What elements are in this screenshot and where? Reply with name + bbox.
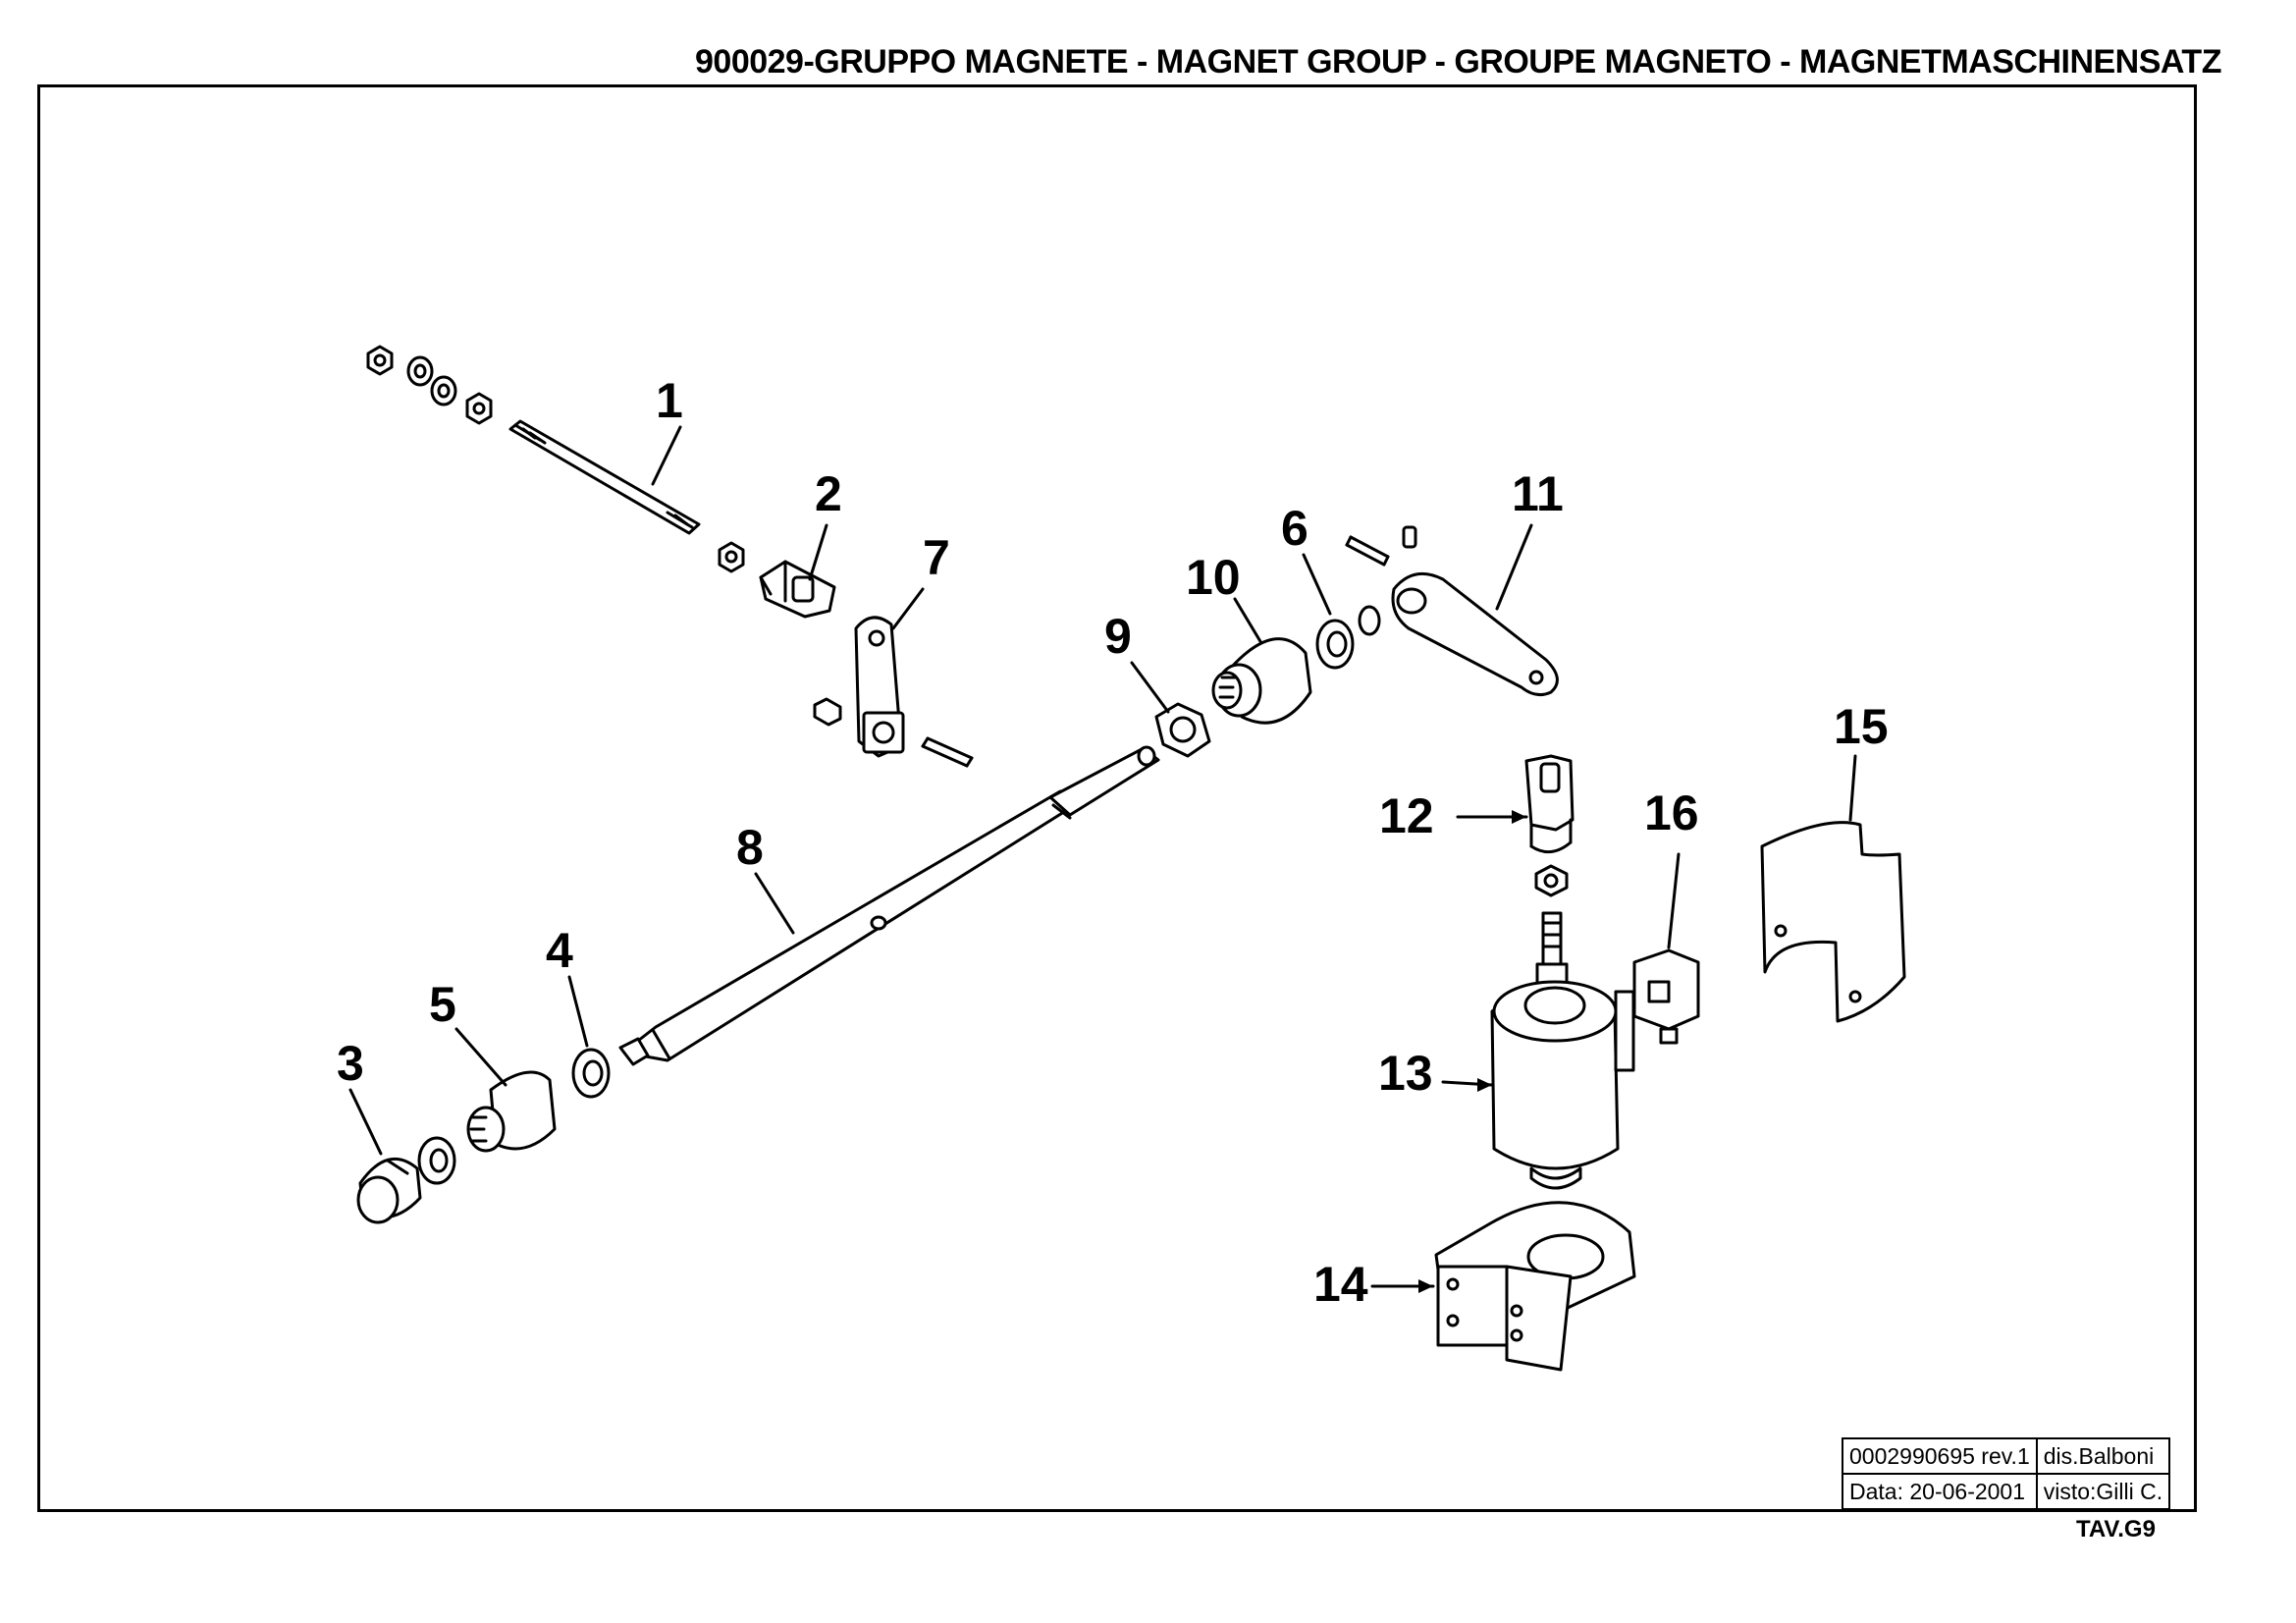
callout-12: 12 <box>1379 788 1434 843</box>
main-shaft <box>618 745 1160 1066</box>
title-block: 0002990695 rev.1 dis.Balboni Data: 20-06… <box>1842 1437 2171 1510</box>
bushing-left <box>466 1070 557 1153</box>
callout-15: 15 <box>1834 699 1889 754</box>
bushing-right <box>1211 637 1312 725</box>
drawing-frame <box>37 84 2197 1512</box>
drawn-by: dis.Balboni <box>2035 1437 2171 1475</box>
callout-10: 10 <box>1186 550 1241 605</box>
mounting-bracket <box>1434 1201 1636 1372</box>
pin-and-screw <box>1345 525 1417 567</box>
shield-plate <box>1760 821 1906 1023</box>
leader-arrowheads <box>1418 810 1526 1293</box>
bearing-left <box>571 1048 611 1099</box>
callout-6: 6 <box>1281 501 1308 556</box>
sheet-number: TAV.G9 <box>2076 1516 2156 1542</box>
callout-2: 2 <box>815 466 842 521</box>
callout-11: 11 <box>1512 466 1564 521</box>
drawing-code: 0002990695 rev.1 <box>1842 1437 2038 1475</box>
clevis-solenoid <box>1524 754 1575 854</box>
checked-by: visto:Gilli C. <box>2035 1473 2171 1510</box>
callout-13: 13 <box>1378 1046 1433 1101</box>
callout-4: 4 <box>546 923 573 978</box>
connector <box>1632 948 1700 1045</box>
bearing-right <box>1315 605 1381 670</box>
callout-5: 5 <box>429 977 456 1032</box>
callout-7: 7 <box>923 530 950 585</box>
callout-16: 16 <box>1644 785 1699 840</box>
nut-washer-stack <box>366 345 493 425</box>
callout-8: 8 <box>736 820 764 875</box>
threaded-rod <box>508 419 701 535</box>
drawing-date: Data: 20-06-2001 <box>1842 1473 2038 1510</box>
clevis-small <box>759 560 836 619</box>
callout-3: 3 <box>337 1036 364 1091</box>
lever-arm <box>1391 571 1559 697</box>
callout-9: 9 <box>1104 609 1132 664</box>
cap-nut <box>356 1158 422 1224</box>
solenoid <box>1490 911 1635 1190</box>
shaft-nut <box>1154 702 1211 758</box>
callout-14: 14 <box>1313 1257 1368 1312</box>
leader-lines <box>348 425 1857 1288</box>
callout-1: 1 <box>656 373 683 428</box>
page-title: 900029-GRUPPO MAGNETE - MAGNET GROUP - G… <box>695 43 2221 81</box>
lever-block <box>813 616 974 768</box>
washer-left <box>417 1136 456 1185</box>
